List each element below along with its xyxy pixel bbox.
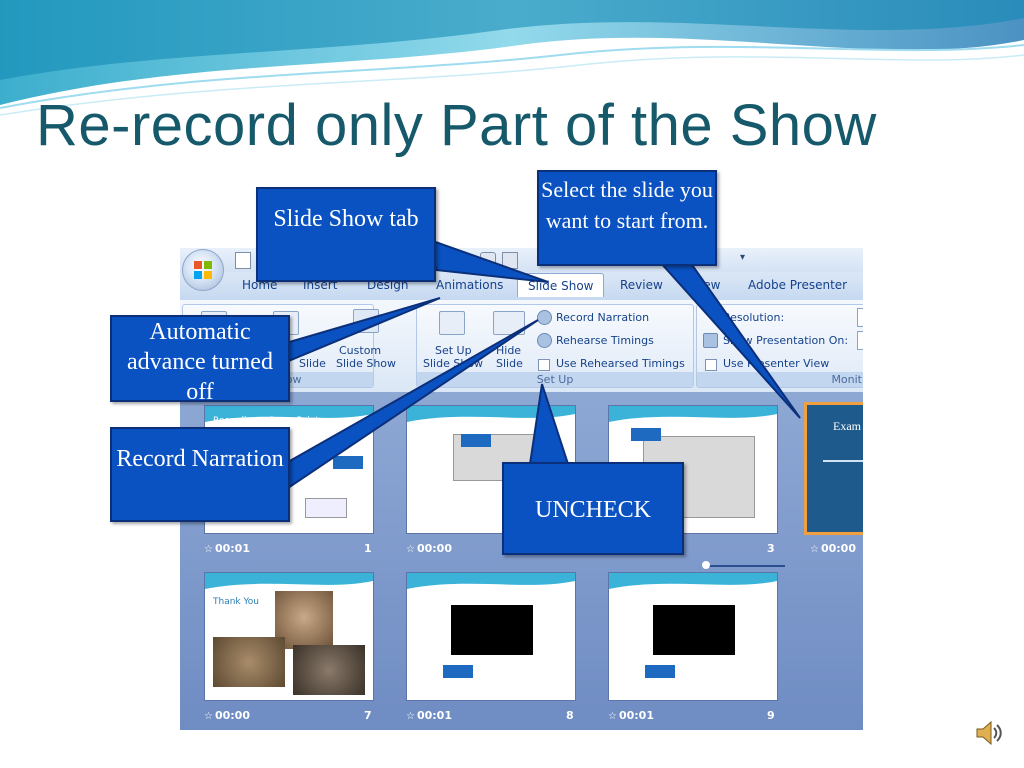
record-narration-button[interactable]: Record Narration <box>556 311 650 324</box>
thumb-wave <box>609 406 777 422</box>
tab-animations[interactable]: Animations <box>436 278 504 292</box>
slide-7-time: ☆00:00 <box>204 709 250 722</box>
record-narration-icon <box>537 310 552 325</box>
slide-8-video <box>451 605 533 655</box>
resolution-label: Resolution: <box>723 311 785 324</box>
presenter-view-checkbox[interactable] <box>705 359 717 371</box>
slide-7-title: Thank You <box>213 597 260 607</box>
print-icon[interactable] <box>502 252 518 269</box>
office-button-icon <box>194 261 212 279</box>
slide-thumbnail-4[interactable]: Exam <box>804 402 863 535</box>
group-label-monitors: Monit <box>697 372 863 387</box>
tab-slide-show[interactable]: Slide Show <box>517 273 605 297</box>
from-slide-label[interactable]: Slide <box>299 357 326 370</box>
tab-review[interactable]: Review <box>620 278 663 292</box>
hide-label-2[interactable]: Slide <box>496 357 523 370</box>
slide-8-button <box>443 665 473 678</box>
office-button[interactable] <box>182 249 224 291</box>
callout-auto-advance: Automatic advance turned off <box>110 315 290 405</box>
slide-4-text-line <box>823 460 863 462</box>
slide-1-number: 1 <box>364 542 372 555</box>
slide-7-photo-3 <box>293 645 365 695</box>
slide-thumbnail-7[interactable]: Thank You <box>204 572 374 701</box>
set-up-label-2[interactable]: Slide Show <box>423 357 484 370</box>
rehearse-timings-icon <box>537 333 552 348</box>
slide-8-number: 8 <box>566 709 574 722</box>
group-set-up: Set Up Slide Show Hide Slide Record Narr… <box>416 304 694 388</box>
resolution-select[interactable] <box>857 308 863 327</box>
slide-9-number: 9 <box>767 709 775 722</box>
star-icon: ☆ <box>406 711 415 722</box>
set-up-label-1[interactable]: Set Up <box>435 344 472 357</box>
callout-record-narration: Record Narration <box>110 427 290 522</box>
hide-slide-icon[interactable] <box>493 311 525 335</box>
custom-show-label-1[interactable]: Custom <box>339 344 382 357</box>
slide-thumbnail-8[interactable] <box>406 572 576 701</box>
group-label-setup: Set Up <box>417 372 693 387</box>
group-monitors: Resolution: Show Presentation On: Use Pr… <box>696 304 863 388</box>
save-icon[interactable] <box>480 252 496 269</box>
slide-1-image <box>305 498 347 518</box>
slide-7-photo-2 <box>213 637 285 687</box>
star-icon: ☆ <box>204 544 213 555</box>
new-doc-icon[interactable] <box>235 252 251 269</box>
monitor-icon <box>703 333 718 348</box>
callout-slide-show-tab: Slide Show tab <box>256 187 436 282</box>
slide-9-button <box>645 665 675 678</box>
callout-uncheck: UNCHECK <box>502 462 684 555</box>
slide-thumbnail-9[interactable] <box>608 572 778 701</box>
insertion-marker-dot <box>702 561 710 569</box>
tab-adobe-presenter[interactable]: Adobe Presenter <box>748 278 848 292</box>
qat-dropdown-icon[interactable]: ▾ <box>740 252 746 263</box>
set-up-show-icon[interactable] <box>439 311 465 335</box>
presenter-view-label: Use Presenter View <box>723 357 830 370</box>
star-icon: ☆ <box>204 711 213 722</box>
slide-1-tag <box>333 456 363 469</box>
slide-title: Re-record only Part of the Show <box>36 93 877 158</box>
use-rehearsed-timings-label: Use Rehearsed Timings <box>556 357 685 370</box>
tab-view[interactable]: View <box>692 278 721 292</box>
slide-4-time: ☆00:00 <box>810 542 856 555</box>
use-rehearsed-timings-checkbox[interactable] <box>538 359 550 371</box>
thumb-wave <box>205 573 373 589</box>
star-icon: ☆ <box>406 544 415 555</box>
thumb-wave <box>609 573 777 589</box>
show-on-select[interactable] <box>857 331 863 350</box>
thumb-wave <box>407 406 575 422</box>
show-on-label: Show Presentation On: <box>723 334 849 347</box>
slide-7-number: 7 <box>364 709 372 722</box>
speaker-icon[interactable] <box>973 717 1005 749</box>
slide-9-video <box>653 605 735 655</box>
slide-2-time: ☆00:00 <box>406 542 452 555</box>
slide-2-tag <box>461 434 491 447</box>
rehearse-timings-button[interactable]: Rehearse Timings <box>556 334 654 347</box>
slide-9-time: ☆00:01 <box>608 709 654 722</box>
thumb-wave <box>407 573 575 589</box>
custom-show-label-2[interactable]: Slide Show <box>336 357 397 370</box>
hide-label-1[interactable]: Hide <box>496 344 522 357</box>
star-icon: ☆ <box>608 711 617 722</box>
custom-show-icon[interactable] <box>353 309 379 333</box>
slide-3-tag <box>631 428 661 441</box>
slide-3-number: 3 <box>767 542 775 555</box>
header-wave-decoration <box>0 0 1024 116</box>
slide-1-time: ☆00:01 <box>204 542 250 555</box>
insertion-marker <box>705 565 785 567</box>
slide-8-time: ☆00:01 <box>406 709 452 722</box>
slide-4-title: Exam <box>833 419 861 433</box>
callout-select-slide: Select the slide you want to start from. <box>537 170 717 266</box>
star-icon: ☆ <box>810 544 819 555</box>
slide-1-title: Recording a PowerPoint <box>213 416 319 426</box>
